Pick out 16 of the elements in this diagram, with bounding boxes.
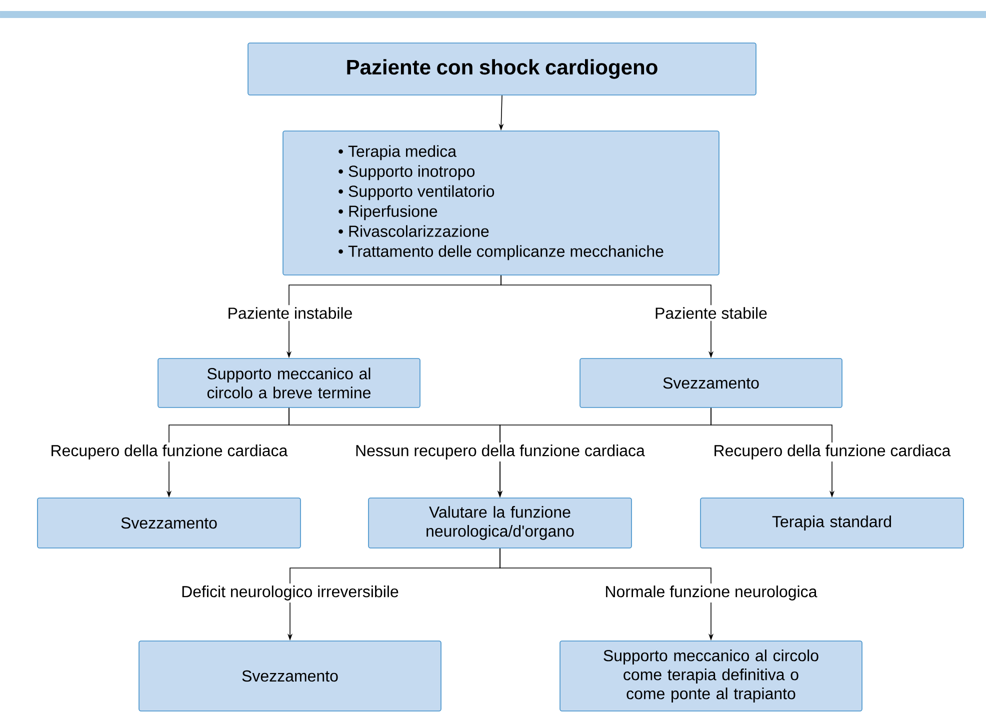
edge-label: Normale funzione neurologica	[602, 584, 820, 602]
process-box: Supporto meccanico al circolo a breve termine	[158, 358, 420, 408]
edge-label: Recupero della funzione cardiaca	[711, 442, 953, 462]
process-box: Svezzamento	[37, 498, 301, 548]
edge-label: Nessun recupero della funzione cardiaca	[353, 442, 647, 462]
edge-label: Paziente instabile	[225, 305, 355, 321]
process-box: Svezzamento	[138, 640, 442, 712]
process-box: Terapia standard	[700, 498, 964, 548]
bullet-list-box: • Terapia medica • Supporto inotropo • Supporto ventilatorio • Riperfusione • Rivascolarizzazione • Trattamento delle complicanze mecchaniche	[282, 130, 720, 276]
edge-label: Recupero della funzione cardiaca	[48, 442, 290, 462]
process-box: Valutare la funzione neurologica/d'organo	[368, 498, 632, 548]
process-box: Svezzamento	[580, 358, 842, 408]
edge-label: Paziente stabile	[652, 305, 770, 321]
title-box: Paziente con shock cardiogeno	[248, 42, 756, 96]
edge-label: Deficit neurologico irreversibile	[179, 584, 401, 602]
process-box: Supporto meccanico al circolo come terapia definitiva o come ponte al trapianto	[560, 640, 862, 712]
